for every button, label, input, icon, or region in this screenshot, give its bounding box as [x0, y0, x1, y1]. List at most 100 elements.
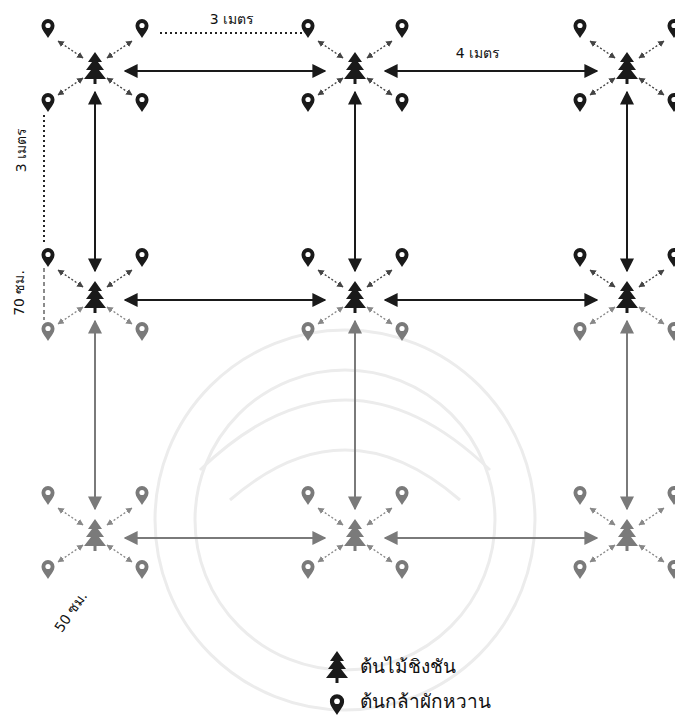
tree-symbol	[344, 519, 366, 551]
seedling-spacing	[58, 545, 83, 562]
spacing-arrow	[94, 321, 96, 509]
tree-symbol	[344, 281, 366, 313]
seedling-pin	[42, 248, 55, 267]
seedling-spacing	[639, 41, 664, 58]
seedling-pin	[136, 93, 149, 112]
spacing-arrow	[626, 92, 628, 271]
seedling-pin	[574, 19, 587, 38]
seedling-spacing	[367, 508, 392, 525]
seedling-pin	[668, 93, 675, 112]
seedling-pin	[302, 93, 315, 112]
seedling-pin	[574, 322, 587, 341]
dimension-line	[43, 268, 45, 320]
seedling-spacing	[107, 41, 132, 58]
seedling-spacing	[639, 78, 664, 95]
tree-symbol	[84, 519, 106, 551]
seedling-spacing	[639, 508, 664, 525]
seedling-spacing	[590, 545, 615, 562]
legend-text: ต้นไม้ชิงชัน	[360, 655, 456, 678]
seedling-spacing	[58, 270, 83, 287]
spacing-arrow	[125, 70, 325, 72]
legend-text: ต้นกล้าผักหวาน	[360, 690, 491, 713]
spacing-arrow	[385, 299, 597, 301]
seedling-spacing	[639, 307, 664, 324]
seedling-spacing	[590, 41, 615, 58]
spacing-arrow	[354, 92, 356, 271]
seedling-spacing	[318, 270, 343, 287]
seedling-spacing	[58, 307, 83, 324]
seedling-pin	[302, 560, 315, 579]
seedling-pin	[668, 19, 675, 38]
seedling-pin	[668, 486, 675, 505]
seedling-pin	[668, 322, 675, 341]
seedling-pin	[136, 486, 149, 505]
seedling-pin	[42, 93, 55, 112]
seedling-spacing	[367, 545, 392, 562]
spacing-arrow	[125, 537, 325, 539]
spacing-arrow	[94, 92, 96, 271]
seedling-spacing	[107, 508, 132, 525]
seedling-pin	[136, 248, 149, 267]
seedling-pin	[396, 560, 409, 579]
seedling-pin	[42, 19, 55, 38]
seedling-spacing	[58, 508, 83, 525]
tree-legend-icon	[322, 648, 352, 686]
tree-symbol	[616, 52, 638, 84]
seedling-spacing	[367, 307, 392, 324]
seedling-spacing	[58, 41, 83, 58]
seedling-spacing	[590, 270, 615, 287]
seedling-spacing	[107, 545, 132, 562]
seedling-spacing	[107, 78, 132, 95]
seedling-pin	[574, 93, 587, 112]
seedling-pin	[574, 560, 587, 579]
seedling-spacing	[318, 78, 343, 95]
seedling-spacing	[639, 270, 664, 287]
spacing-arrow	[626, 321, 628, 509]
seedling-pin	[668, 560, 675, 579]
seedling-spacing	[590, 307, 615, 324]
dimension-label: 3 เมตร	[13, 126, 30, 174]
dimension-label: 50 ซม.	[50, 587, 92, 637]
spacing-arrow	[385, 70, 597, 72]
watermark	[155, 330, 535, 710]
seedling-spacing	[318, 307, 343, 324]
tree-symbol	[616, 281, 638, 313]
spacing-arrow	[385, 537, 597, 539]
seedling-pin	[396, 248, 409, 267]
seedling-pin	[574, 248, 587, 267]
spacing-arrow	[125, 299, 325, 301]
dimension-line	[160, 32, 302, 34]
seedling-spacing	[367, 78, 392, 95]
seedling-pin	[302, 248, 315, 267]
seedling-pin	[136, 322, 149, 341]
tree-symbol	[616, 519, 638, 551]
seedling-spacing	[318, 41, 343, 58]
tree-symbol	[84, 52, 106, 84]
seedling-spacing	[58, 78, 83, 95]
dimension-line	[43, 115, 45, 245]
dimension-label: 3 เมตร	[208, 11, 256, 28]
seedling-pin	[396, 19, 409, 38]
seedling-pin	[668, 248, 675, 267]
seedling-spacing	[590, 508, 615, 525]
seedling-legend-icon	[326, 690, 348, 716]
seedling-pin	[42, 486, 55, 505]
dimension-label: 4 เมตร	[454, 45, 502, 62]
seedling-pin	[396, 93, 409, 112]
seedling-pin	[302, 19, 315, 38]
seedling-spacing	[590, 78, 615, 95]
tree-symbol	[344, 52, 366, 84]
tree-symbol	[84, 281, 106, 313]
seedling-spacing	[367, 270, 392, 287]
seedling-pin	[42, 560, 55, 579]
spacing-arrow	[354, 321, 356, 509]
seedling-pin	[136, 19, 149, 38]
planting-grid	[42, 19, 675, 579]
seedling-pin	[574, 486, 587, 505]
seedling-pin	[396, 322, 409, 341]
seedling-pin	[302, 322, 315, 341]
seedling-pin	[396, 486, 409, 505]
seedling-spacing	[639, 545, 664, 562]
seedling-spacing	[107, 270, 132, 287]
